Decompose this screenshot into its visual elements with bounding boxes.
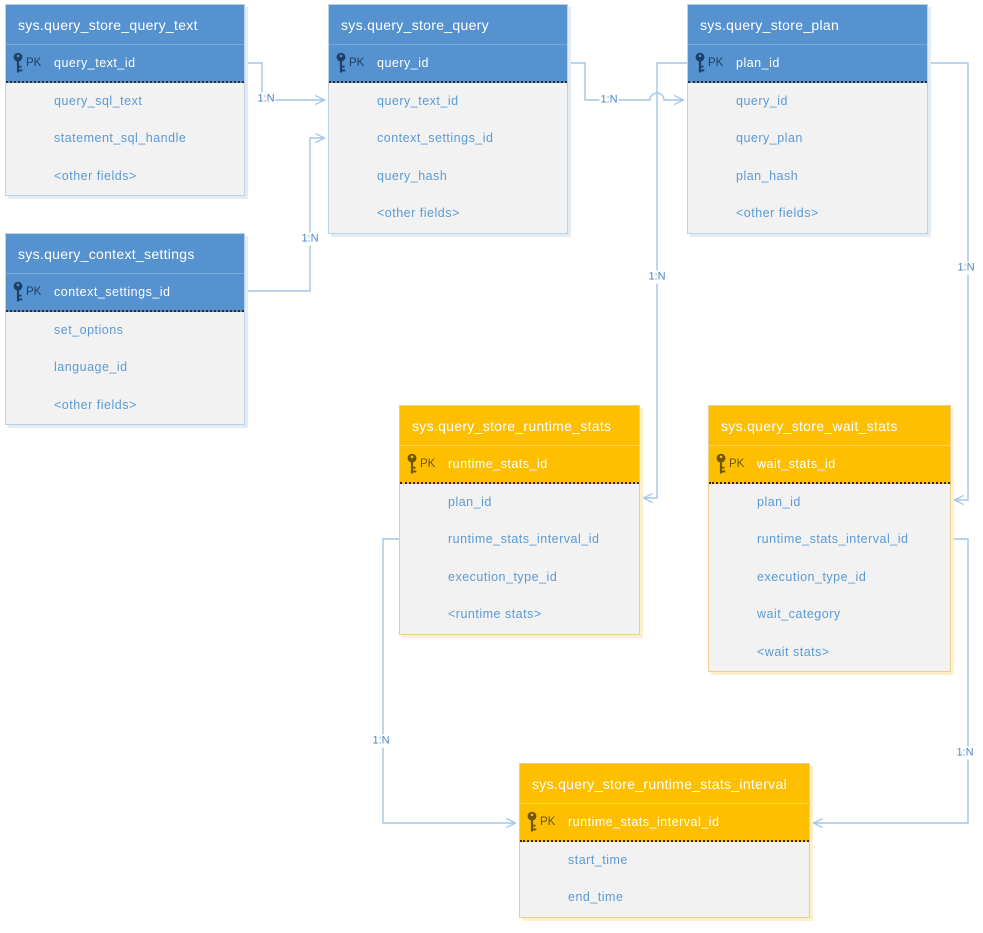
pk-row: PK runtime_stats_interval_id — [520, 804, 809, 842]
pk-row: PK runtime_stats_id — [400, 446, 639, 484]
relationship-label-runtimestats-interval: 1:N — [371, 734, 391, 748]
field: plan_id — [448, 495, 492, 509]
field: query_text_id — [377, 94, 459, 108]
field: plan_hash — [736, 168, 799, 183]
pk-field-name: wait_stats_id — [757, 457, 836, 471]
pk-row: PK wait_stats_id — [709, 446, 950, 484]
key-icon — [13, 281, 24, 303]
field: query_plan — [736, 131, 803, 146]
pk-label: PK — [26, 286, 42, 298]
key-icon — [407, 453, 418, 475]
field: plan_id — [757, 495, 801, 509]
field-list: start_time end_time — [520, 842, 809, 917]
relationship-label-plan-waitstats: 1:N — [956, 261, 976, 275]
entity-query-store-query-text[interactable]: sys.query_store_query_text PK query_text… — [5, 4, 245, 197]
relationship-label-querytext-query: 1:N — [256, 92, 276, 106]
pk-field-name: query_id — [377, 56, 429, 70]
field: <other fields> — [377, 206, 460, 221]
connector-query-plan — [568, 62, 683, 100]
entity-title: sys.query_store_plan — [688, 5, 927, 45]
field: <runtime stats> — [448, 607, 542, 622]
relationship-label-plan-runtimestats: 1:N — [647, 270, 667, 284]
entity-query-store-query[interactable]: sys.query_store_query PK query_id query_… — [328, 4, 568, 234]
field: <wait stats> — [757, 644, 830, 659]
field: end_time — [568, 890, 624, 905]
connector-runtimestats-interval — [382, 538, 515, 823]
connector-waitstats-interval — [814, 538, 969, 823]
pk-label: PK — [540, 816, 556, 828]
field-list: query_text_id context_settings_id query_… — [329, 83, 567, 233]
field-list: query_id query_plan plan_hash <other fie… — [688, 83, 927, 233]
field: query_hash — [377, 168, 448, 183]
pk-field-name: runtime_stats_id — [448, 457, 548, 471]
field-list: plan_id runtime_stats_interval_id execut… — [400, 484, 639, 634]
field: <other fields> — [54, 168, 137, 183]
field: execution_type_id — [757, 569, 867, 584]
relationship-label-contextsettings-query: 1:N — [300, 232, 320, 246]
entity-title: sys.query_context_settings — [6, 234, 244, 274]
pk-field-name: query_text_id — [54, 56, 136, 70]
connector-plan-waitstats — [928, 62, 969, 500]
field: start_time — [568, 853, 628, 867]
field: wait_category — [757, 607, 841, 622]
pk-row: PK query_text_id — [6, 45, 244, 83]
field: runtime_stats_interval_id — [757, 532, 909, 547]
pk-label: PK — [26, 57, 42, 69]
key-icon — [336, 52, 347, 74]
field: context_settings_id — [377, 131, 494, 146]
field: query_sql_text — [54, 94, 143, 108]
pk-row: PK plan_id — [688, 45, 927, 83]
entity-title: sys.query_store_wait_stats — [709, 406, 950, 446]
field-list: query_sql_text statement_sql_handle <oth… — [6, 83, 244, 195]
pk-field-name: context_settings_id — [54, 285, 171, 299]
connector-querytext-query — [245, 62, 324, 100]
key-icon — [527, 811, 538, 833]
field-list: set_options language_id <other fields> — [6, 312, 244, 424]
pk-field-name: plan_id — [736, 56, 780, 70]
field: <other fields> — [736, 206, 819, 221]
pk-label: PK — [420, 458, 436, 470]
field: set_options — [54, 323, 124, 337]
pk-label: PK — [729, 458, 745, 470]
key-icon — [13, 52, 24, 74]
relationship-label-waitstats-interval: 1:N — [955, 746, 975, 760]
field: execution_type_id — [448, 569, 558, 584]
entity-query-store-wait-stats[interactable]: sys.query_store_wait_stats PK wait_stats… — [708, 405, 951, 672]
field: runtime_stats_interval_id — [448, 532, 600, 547]
key-icon — [695, 52, 706, 74]
pk-row: PK context_settings_id — [6, 274, 244, 312]
entity-query-store-runtime-stats-interval[interactable]: sys.query_store_runtime_stats_interval P… — [519, 763, 810, 918]
entity-query-store-runtime-stats[interactable]: sys.query_store_runtime_stats PK runtime… — [399, 405, 640, 635]
pk-field-name: runtime_stats_interval_id — [568, 815, 720, 829]
key-icon — [716, 453, 727, 475]
field: statement_sql_handle — [54, 131, 187, 146]
pk-row: PK query_id — [329, 45, 567, 83]
entity-title: sys.query_store_query — [329, 5, 567, 45]
entity-query-store-plan[interactable]: sys.query_store_plan PK plan_id query_id… — [687, 4, 928, 234]
entity-title: sys.query_store_runtime_stats_interval — [520, 764, 809, 804]
entity-query-context-settings[interactable]: sys.query_context_settings PK context_se… — [5, 233, 245, 426]
connector-contextsettings-query — [245, 138, 324, 292]
field: <other fields> — [54, 397, 137, 412]
entity-title: sys.query_store_runtime_stats — [400, 406, 639, 446]
entity-title: sys.query_store_query_text — [6, 5, 244, 45]
pk-label: PK — [349, 57, 365, 69]
field-list: plan_id runtime_stats_interval_id execut… — [709, 484, 950, 671]
field: language_id — [54, 360, 128, 375]
pk-label: PK — [708, 57, 724, 69]
relationship-label-query-plan: 1:N — [599, 93, 619, 107]
field: query_id — [736, 94, 788, 108]
